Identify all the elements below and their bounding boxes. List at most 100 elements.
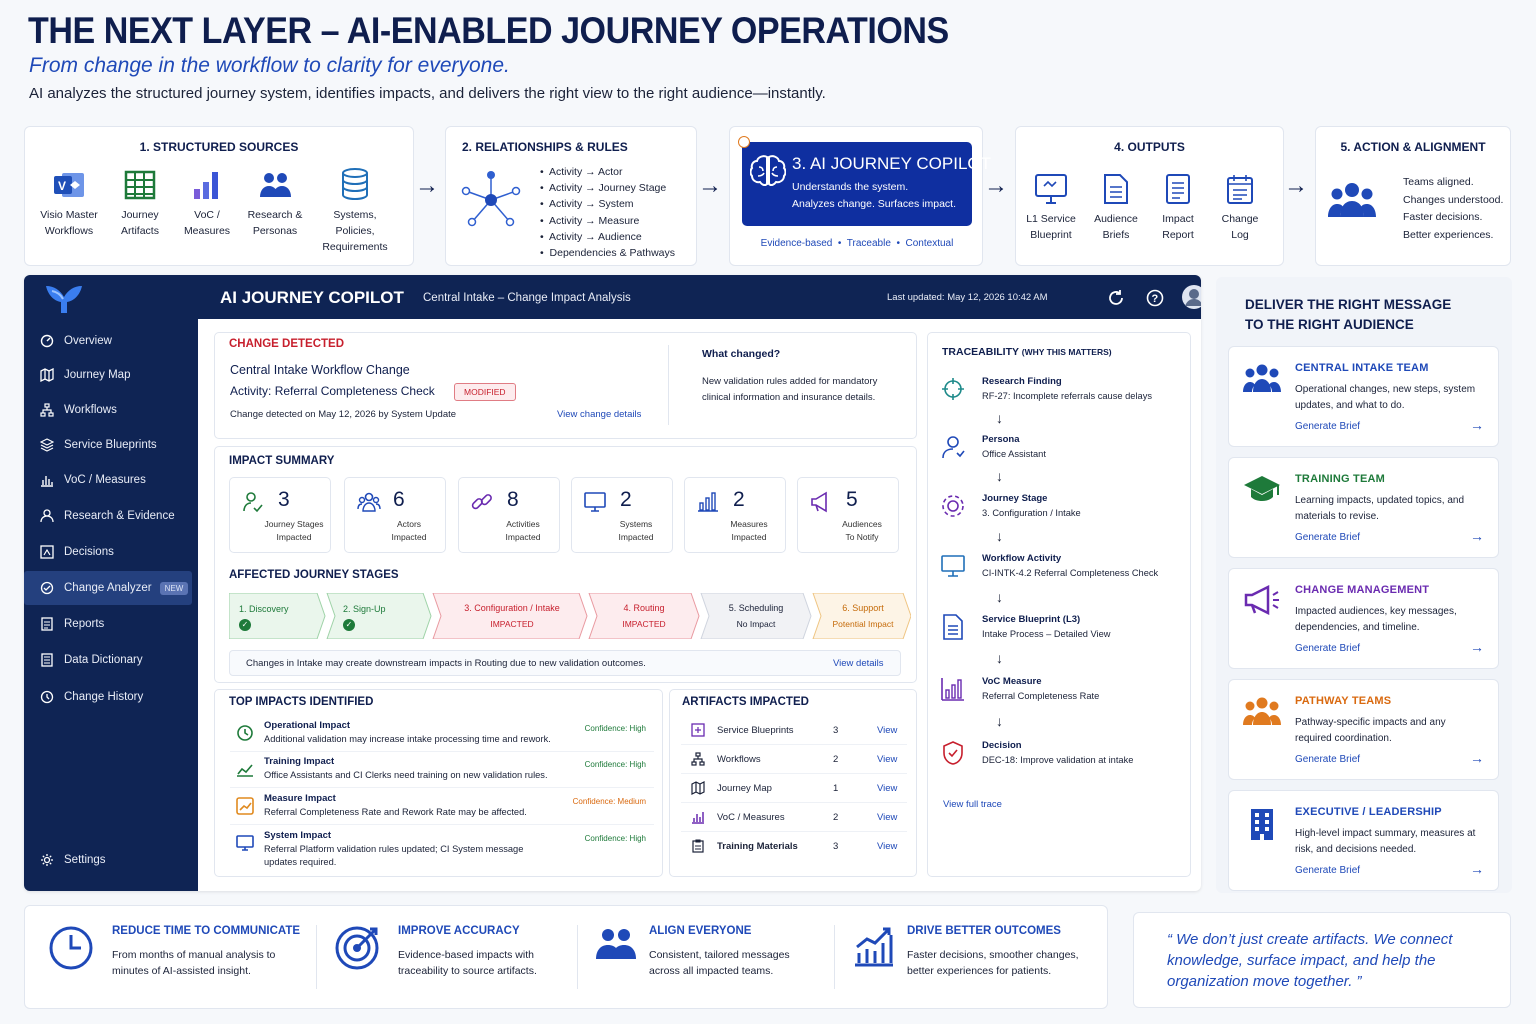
visio-source: V Visio Master Workflows	[33, 169, 105, 239]
graduation-cap-icon	[1244, 476, 1280, 501]
megaphone-icon	[811, 491, 827, 513]
systems-source: Systems, Policies, Requirements	[313, 167, 397, 255]
copilot-card: 3. AI JOURNEY COPILOT Understands the sy…	[729, 126, 991, 266]
sidebar-item-decisions[interactable]: Decisions	[24, 535, 198, 569]
artifact-view-link[interactable]: View	[877, 725, 898, 736]
arrow-right-icon[interactable]: →	[1470, 417, 1484, 433]
sidebar-item-change-history[interactable]: Change History	[24, 680, 198, 714]
down-arrow-icon: ↓	[996, 468, 1003, 484]
top-impacts-title: TOP IMPACTS IDENTIFIED	[229, 696, 374, 708]
document-icon	[943, 614, 963, 640]
rule-item: • Activity → Measure	[540, 214, 640, 227]
visio-icon: V	[54, 173, 84, 197]
last-updated: Last updated: May 12, 2026 10:42 AM	[887, 292, 1048, 303]
growth-chart-icon	[855, 927, 893, 967]
rule-item: • Activity → Audience	[540, 230, 642, 243]
arrow-right-icon[interactable]: →	[1470, 639, 1484, 655]
rule-item: • Activity → Actor	[540, 166, 623, 178]
down-arrow-icon: ↓	[996, 410, 1003, 426]
building-icon	[1251, 809, 1273, 840]
view-full-trace-link[interactable]: View full trace	[943, 799, 1002, 810]
sidebar-item-reports[interactable]: Reports	[24, 607, 198, 641]
sidebar-item-data-dictionary[interactable]: Data Dictionary	[24, 643, 198, 677]
stage-sign-up[interactable]: 2. Sign-Up✓	[343, 604, 386, 631]
sidebar-item-settings[interactable]: Settings	[24, 843, 198, 877]
stage-discovery[interactable]: 1. Discovery✓	[239, 604, 289, 631]
top-impacts-panel	[214, 689, 663, 877]
arrow-right-icon[interactable]: →	[1470, 528, 1484, 544]
artifact-view-link[interactable]: View	[877, 841, 898, 852]
artifact-view-link[interactable]: View	[877, 754, 898, 765]
help-icon[interactable]: ?	[1146, 289, 1164, 307]
rule-item: • Dependencies & Pathways	[540, 247, 676, 260]
persona-icon	[942, 436, 965, 459]
change-title: Central Intake Workflow Change	[230, 363, 410, 377]
artifact-view-link[interactable]: View	[877, 783, 898, 794]
sidebar-item-research[interactable]: Research & Evidence	[24, 499, 198, 533]
new-badge: NEW	[159, 581, 189, 595]
analyzer-icon	[40, 581, 54, 595]
generate-brief-link[interactable]: Generate Brief	[1295, 643, 1361, 654]
arrow-right-icon[interactable]: →	[1470, 861, 1484, 877]
svg-text:?: ?	[1152, 293, 1159, 305]
impact-summary-title: IMPACT SUMMARY	[229, 455, 335, 467]
artifacts-panel	[669, 689, 917, 877]
generate-brief-link[interactable]: Generate Brief	[1295, 421, 1361, 432]
artifacts-title: ARTIFACTS IMPACTED	[682, 696, 809, 708]
rule-item: • Activity → System	[540, 198, 634, 211]
relationships-card: 2. RELATIONSHIPS & RULES • Activity → Ac…	[445, 126, 697, 266]
report-icon	[41, 617, 53, 631]
monitor-icon	[584, 492, 606, 512]
bar-chart-icon	[941, 678, 964, 701]
actors-icon	[357, 492, 381, 512]
clock-icon	[49, 926, 93, 970]
down-arrow-icon: ↓	[996, 713, 1003, 729]
people-icon	[260, 173, 291, 197]
generate-brief-link[interactable]: Generate Brief	[1295, 865, 1361, 876]
research-icon	[40, 509, 54, 523]
app-name: AI JOURNEY COPILOT	[220, 288, 404, 307]
down-arrow-icon: ↓	[996, 589, 1003, 605]
copilot-hero: 3. AI JOURNEY COPILOT Understands the sy…	[742, 142, 991, 226]
sidebar-item-voc-measures[interactable]: VoC / Measures	[24, 463, 198, 497]
avatar[interactable]	[1181, 284, 1201, 310]
rule-item: • Activity → Journey Stage	[540, 182, 667, 195]
view-details-link[interactable]: View details	[833, 658, 884, 669]
generate-brief-link[interactable]: Generate Brief	[1295, 754, 1361, 765]
training-chart-icon	[237, 764, 253, 777]
sidebar-item-overview[interactable]: Overview	[24, 324, 198, 358]
database-icon	[342, 168, 368, 201]
generate-brief-link[interactable]: Generate Brief	[1295, 532, 1361, 543]
refresh-icon[interactable]	[1107, 289, 1125, 307]
gear-stage-icon	[942, 495, 964, 517]
calendar-log-icon	[1227, 175, 1253, 204]
copilot-line: Understands the system.	[792, 181, 909, 193]
view-change-details-link[interactable]: View change details	[557, 409, 642, 420]
layers-icon	[40, 438, 54, 452]
sidebar-item-workflows[interactable]: Workflows	[24, 393, 198, 427]
sidebar-item-service-blueprints[interactable]: Service Blueprints	[24, 428, 198, 462]
sidebar-item-journey-map[interactable]: Journey Map	[24, 358, 198, 392]
artifact-view-link[interactable]: View	[877, 812, 898, 823]
arrow-right-icon[interactable]: →	[1470, 750, 1484, 766]
